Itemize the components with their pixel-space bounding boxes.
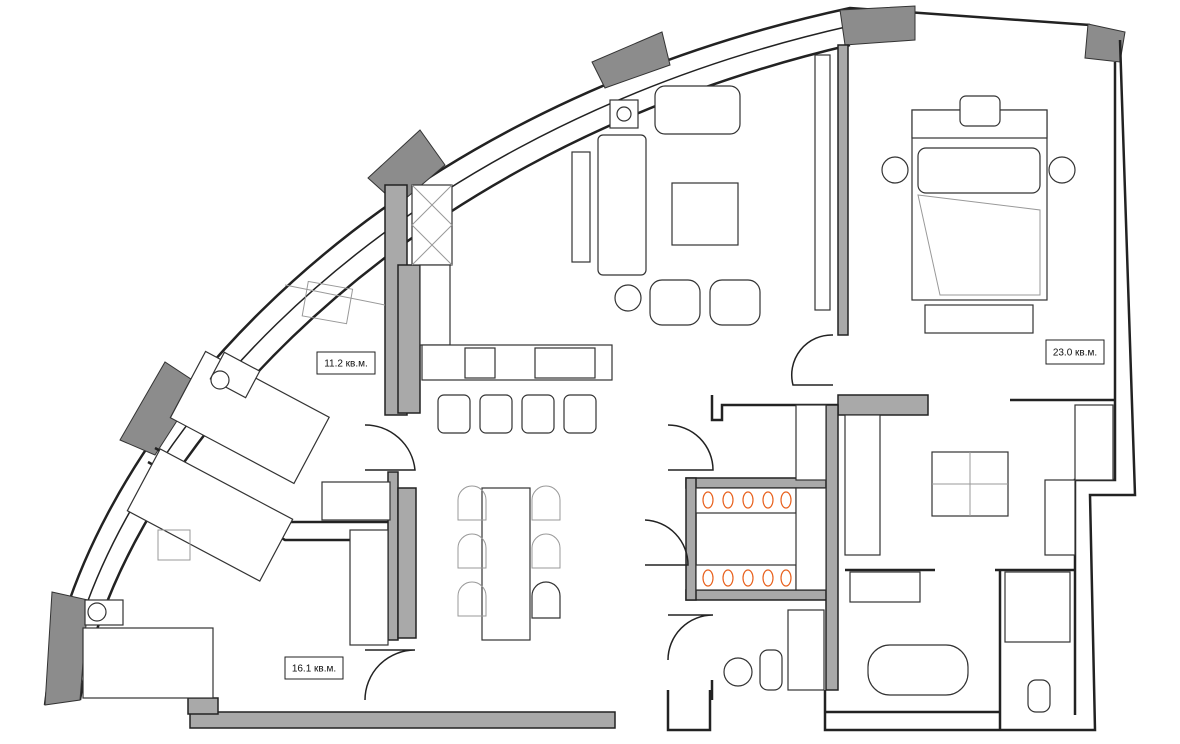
armchair — [649, 279, 701, 326]
master-bedroom-furniture — [844, 95, 1114, 556]
shelf-unit — [411, 184, 453, 266]
tv-console — [571, 151, 591, 263]
chair — [959, 95, 1001, 127]
wardrobe-tall — [349, 529, 389, 646]
bar-stool — [479, 394, 513, 434]
living-room-furniture — [411, 54, 831, 641]
shower — [787, 609, 825, 691]
shower-2 — [1004, 571, 1071, 643]
side-table-round — [614, 284, 642, 312]
room-label-study: 11.2 кв.м. — [316, 351, 376, 375]
exterior-walls — [187, 39, 1137, 732]
washing-machine — [723, 657, 753, 687]
desk — [126, 448, 294, 582]
doors — [364, 334, 834, 701]
bed — [169, 350, 330, 485]
wardrobe — [844, 414, 881, 556]
bathtub — [867, 644, 969, 696]
room-label-kids: 16.1 кв.м. — [284, 656, 344, 680]
study-furniture — [284, 280, 386, 325]
nightstand — [209, 351, 261, 399]
room-label-bedroom: 23.0 кв.м. — [1045, 339, 1105, 365]
wardrobe-2 — [1074, 404, 1114, 481]
vanity — [849, 571, 921, 603]
toilet — [759, 649, 783, 691]
cabinet — [419, 264, 451, 346]
area-text: 11.2 кв.м. — [324, 359, 368, 370]
armchair — [709, 279, 761, 326]
bathroom-fixtures — [723, 571, 1071, 713]
nightstand — [1048, 156, 1076, 184]
sofa-small — [654, 85, 741, 135]
kids-room-furniture — [82, 350, 391, 699]
rug — [924, 304, 1034, 334]
toilet-2 — [1027, 679, 1051, 713]
wardrobe — [321, 481, 391, 521]
bar-stool — [437, 394, 471, 434]
walk-in-closet — [695, 404, 827, 591]
dining-table — [481, 487, 531, 641]
coffee-table — [671, 182, 739, 246]
dining-chair — [531, 581, 561, 619]
nightstand — [881, 156, 909, 184]
bar-stool — [521, 394, 555, 434]
bed-2 — [82, 627, 214, 699]
area-text: 23.0 кв.м. — [1053, 348, 1097, 359]
area-text: 16.1 кв.м. — [292, 664, 336, 675]
wall-panel — [814, 54, 831, 311]
interior-walls — [147, 44, 1115, 730]
sofa — [597, 134, 647, 276]
bar-stool — [563, 394, 597, 434]
